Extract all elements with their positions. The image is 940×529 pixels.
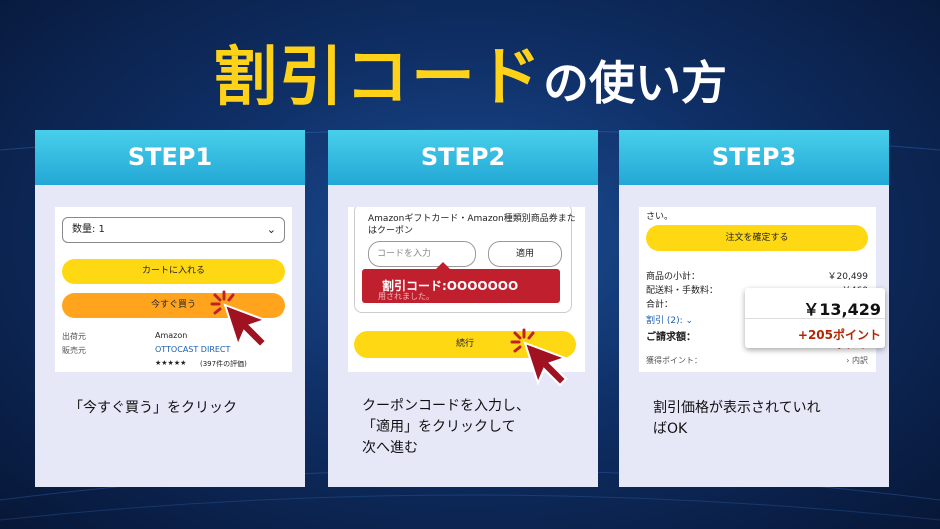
apply-button[interactable]: 適用 — [488, 241, 562, 267]
title-rest: の使い方 — [543, 56, 727, 110]
cursor-click-icon — [510, 328, 568, 387]
discount-code-text: 割引コード:OOOOOOO — [382, 279, 519, 293]
step3-header: STEP3 — [619, 130, 889, 185]
seller-link[interactable]: OTTOCAST DIRECT — [155, 345, 231, 354]
step2-card: STEP2 Amazonギフトカード・Amazon種類別商品券またはクーポン コ… — [328, 130, 598, 487]
coupon-heading: Amazonギフトカード・Amazon種類別商品券またはクーポン — [368, 214, 576, 236]
popup-price: ￥13,429 — [803, 300, 881, 319]
price-popup: ￥13,429 +205ポイント — [745, 288, 885, 348]
discount-code-badge: 割引コード:OOOOOOO — [362, 262, 560, 303]
row-label: 合計： — [646, 300, 674, 310]
seller-label: 販売元 — [62, 346, 86, 355]
review-count: (397件の評価) — [200, 360, 247, 368]
caption-line: 次へ進む — [362, 440, 418, 456]
chevron-down-icon: ⌄ — [266, 223, 276, 236]
coupon-code-input[interactable]: コードを入力 — [368, 241, 476, 267]
caption-line: 「適用」をクリックして — [362, 419, 516, 435]
row-label: 割引 (2): ⌄ — [646, 316, 694, 326]
shipper-value: Amazon — [155, 331, 188, 340]
rating-stars: ★★★★★ — [155, 359, 187, 367]
row-label: 配送料・手数料： — [646, 286, 719, 296]
shipper-label: 出荷元 — [62, 332, 86, 341]
summary-row: 合計： — [646, 297, 868, 310]
step1-card: STEP1 数量: 1 ⌄ カートに入れる 今すぐ買う 出荷元 Amazon 販… — [35, 130, 305, 487]
divider — [745, 318, 885, 319]
title-highlight: 割引コード — [213, 41, 543, 115]
quantity-label: 数量: 1 — [72, 224, 105, 235]
caption-line: ばOK — [653, 421, 688, 437]
caption-line: 割引価格が表示されていれ — [653, 400, 821, 416]
top-fragment: さい。 — [646, 212, 674, 222]
step2-screenshot: Amazonギフトカード・Amazon種類別商品券またはクーポン コードを入力 … — [348, 207, 585, 372]
step3-caption: 割引価格が表示されていれ ばOK — [653, 398, 873, 440]
row-label: 商品の小計： — [646, 272, 701, 282]
row-value[interactable]: › 内訳 — [846, 356, 868, 365]
step1-header: STEP1 — [35, 130, 305, 185]
add-to-cart-button[interactable]: カートに入れる — [62, 259, 285, 284]
step1-screenshot: 数量: 1 ⌄ カートに入れる 今すぐ買う 出荷元 Amazon 販売元 OTT… — [55, 207, 292, 372]
earned-points-row: 獲得ポイント： › 内訳 — [646, 355, 868, 366]
discount-row[interactable]: 割引 (2): ⌄ — [646, 313, 868, 326]
popup-points: +205ポイント — [797, 328, 881, 342]
row-value: ￥20,499 — [827, 272, 869, 282]
obscured-message: 用されました。 — [378, 292, 434, 301]
step2-caption: クーポンコードを入力し、 「適用」をクリックして 次へ進む — [362, 396, 582, 459]
step1-caption: 「今すぐ買う」をクリック — [69, 400, 237, 416]
cursor-click-icon — [210, 290, 268, 349]
row-label: ご請求額： — [646, 332, 696, 343]
summary-row: 商品の小計： ￥20,499 — [646, 269, 868, 282]
coupon-panel — [354, 207, 572, 313]
step2-header: STEP2 — [328, 130, 598, 185]
caption-line: クーポンコードを入力し、 — [362, 398, 530, 414]
quantity-select[interactable]: 数量: 1 ⌄ — [62, 217, 285, 243]
page-title: 割引コードの使い方 — [0, 26, 940, 118]
row-label: 獲得ポイント： — [646, 356, 702, 365]
place-order-button[interactable]: 注文を確定する — [646, 225, 868, 251]
